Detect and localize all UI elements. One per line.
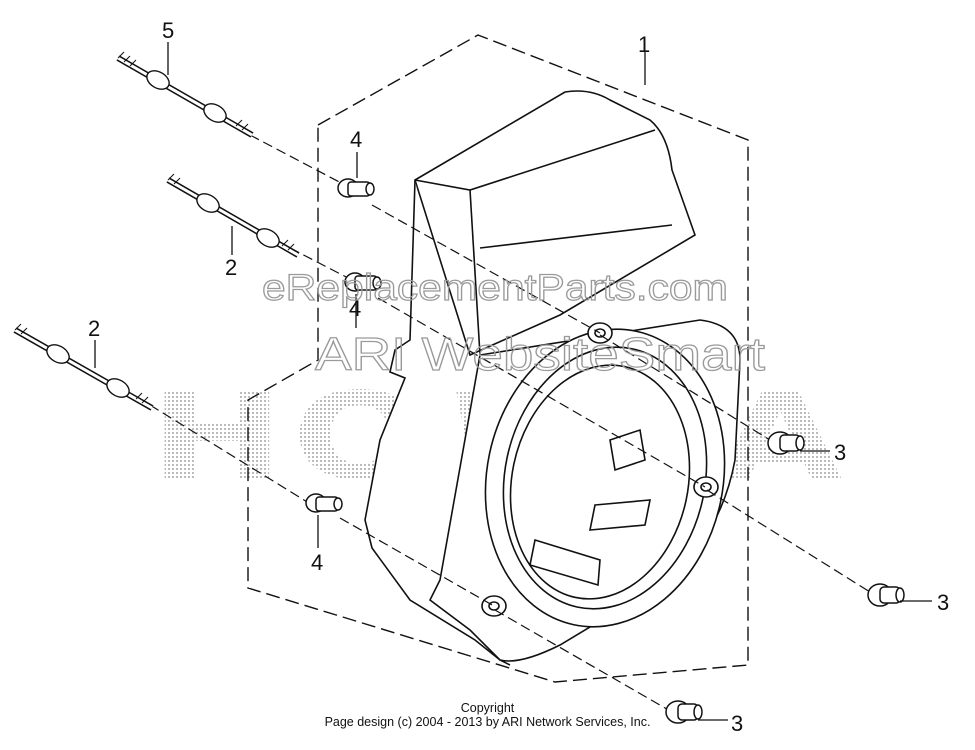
callout-part-2-upper: 2 — [225, 255, 237, 280]
callout-part-1: 1 — [638, 32, 650, 57]
callout-part-3-b: 3 — [937, 590, 949, 615]
callout-part-3-c: 3 — [731, 711, 743, 736]
site-watermark: eReplacementParts.com — [262, 267, 728, 308]
callout-part-5: 5 — [162, 18, 174, 43]
footer: Copyright Page design (c) 2004 - 2013 by… — [0, 701, 975, 729]
callout-part-4-lower: 4 — [311, 550, 323, 575]
fan-cover — [364, 90, 741, 666]
footer-page-design: Page design (c) 2004 - 2013 by ARI Netwo… — [324, 715, 651, 729]
flange-nut-3-a — [767, 431, 805, 455]
stud-bolt-2-upper — [166, 173, 300, 258]
flange-nut-3-b — [867, 583, 905, 607]
flange-nut-3-c — [665, 700, 703, 724]
callout-part-3-a: 3 — [834, 440, 846, 465]
alignment-lines — [149, 134, 871, 713]
collar-4-lower — [305, 493, 343, 513]
collar-4-top — [337, 178, 375, 198]
collar-4-middle — [344, 272, 382, 292]
footer-copyright: Copyright — [460, 701, 515, 715]
stud-bolt-2-lower — [13, 323, 154, 411]
callout-part-4-top: 4 — [350, 127, 362, 152]
callout-part-4-middle: 4 — [349, 296, 361, 321]
assembly-outline — [247, 34, 749, 683]
leader-lines — [94, 42, 932, 721]
callout-part-2-lower: 2 — [88, 316, 100, 341]
stud-bolt-5 — [116, 51, 254, 138]
ari-watermark: ARI WebsiteSmart — [315, 328, 765, 380]
